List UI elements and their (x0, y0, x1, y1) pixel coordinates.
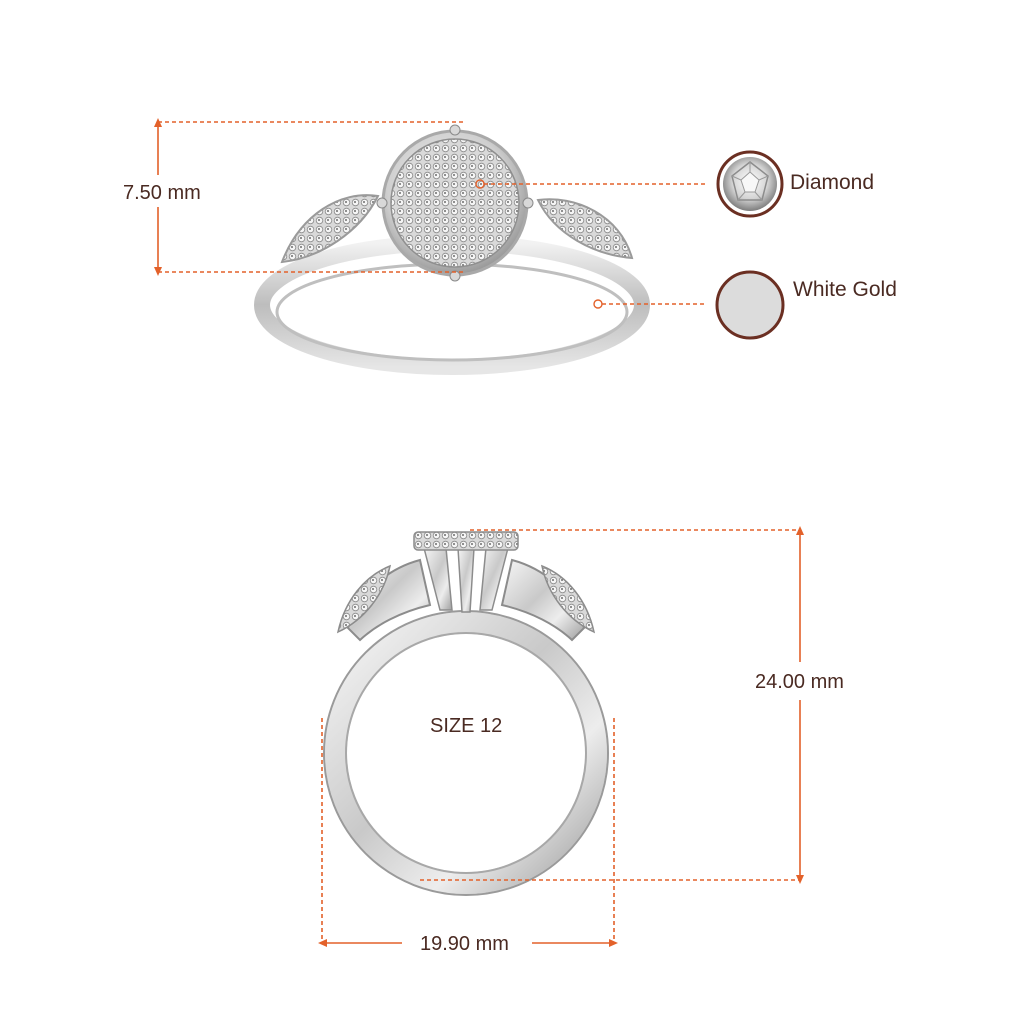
height-label-side: 24.00 mm (755, 671, 844, 693)
right-leaf-setting (536, 198, 634, 260)
diamond-icon (716, 150, 784, 218)
ring-top-view (254, 124, 650, 375)
legend-leaders (475, 179, 706, 309)
ring-size-label: SIZE 12 (430, 715, 503, 737)
legend-label-white-gold: White Gold (793, 278, 897, 301)
height-label-top: 7.50 mm (123, 182, 201, 204)
left-leaf-setting (280, 194, 380, 264)
legend-label-diamond: Diamond (790, 171, 875, 194)
width-label-side: 19.90 mm (420, 933, 509, 955)
height-dimension-top (154, 118, 464, 276)
height-dimension-side (420, 526, 804, 884)
width-dimension-side (318, 718, 618, 947)
ring-side-view (323, 531, 609, 896)
white-gold-swatch-icon (715, 270, 785, 340)
